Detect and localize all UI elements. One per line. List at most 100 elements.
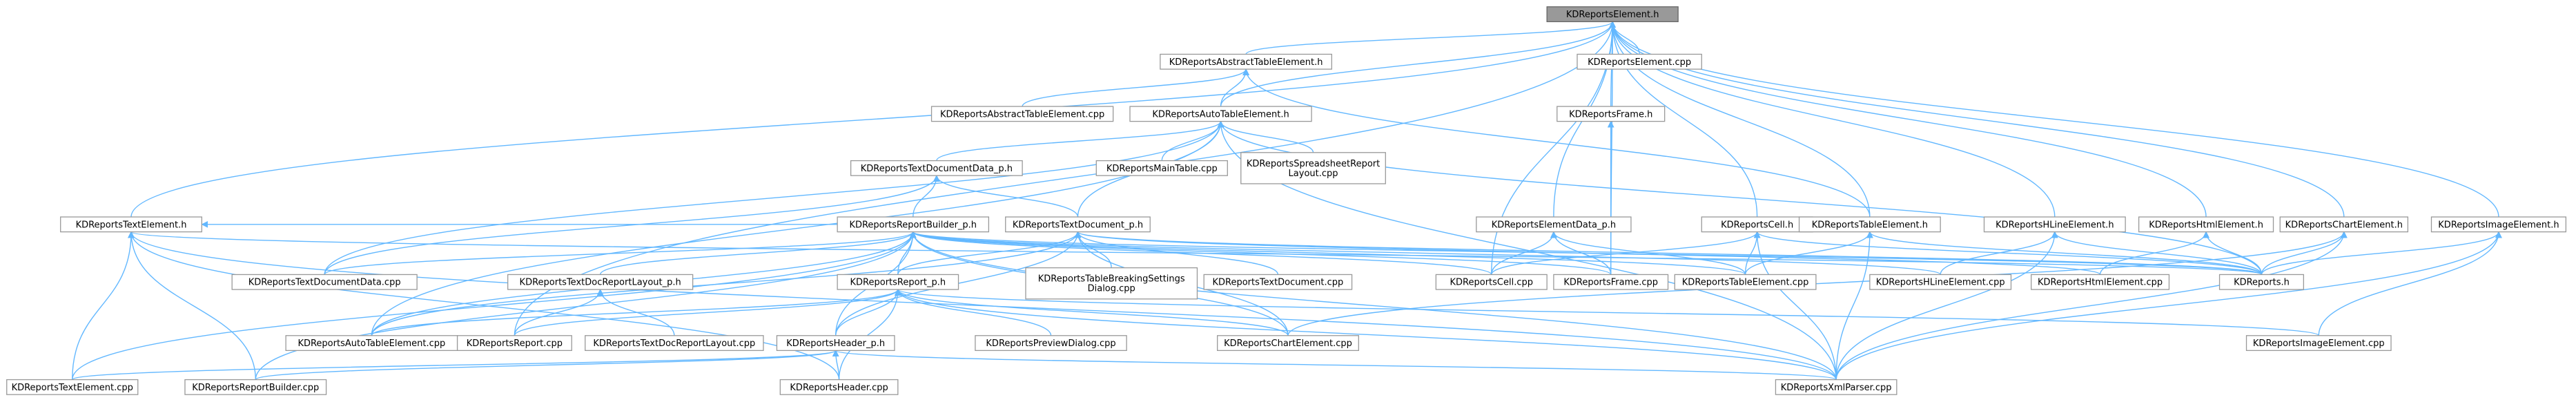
graph-node[interactable]: KDReportsTextDocument.cpp: [1203, 274, 1353, 290]
node-box: [1798, 216, 1941, 233]
node-box: [2430, 216, 2567, 233]
graph-node[interactable]: KDReportsElement.cpp: [1577, 53, 1702, 70]
dependency-edge: [910, 231, 1612, 276]
dependency-edge: [933, 175, 1079, 218]
dependency-edge: [832, 350, 840, 380]
node-label: Layout.cpp: [1289, 169, 1338, 179]
graph-node[interactable]: KDReportsReportBuilder_p.h: [837, 216, 990, 233]
node-label: KDReportsHLineElement.cpp: [1876, 278, 2005, 288]
graph-node[interactable]: KDReportsReport.cpp: [456, 335, 572, 352]
graph-node[interactable]: KDReportsTextDocumentData.cpp: [231, 274, 418, 290]
graph-node[interactable]: KDReportsHeader_p.h: [776, 335, 895, 352]
node-box: [1674, 274, 1817, 290]
dependency-edge: [130, 21, 1616, 218]
node-box: [975, 335, 1127, 352]
dependency-edge: [1940, 231, 2058, 275]
graph-node[interactable]: KDReportsElementData_p.h: [1476, 216, 1632, 233]
node-box: [1129, 106, 1312, 122]
dependency-edge: [514, 289, 901, 336]
dependency-edge: [128, 231, 840, 380]
dependency-edge: [1753, 231, 2263, 276]
graph-node[interactable]: KDReportsMainTable.cpp: [1095, 160, 1228, 176]
graph-node[interactable]: KDReportsAbstractTableElement.h: [1160, 53, 1332, 70]
dependency-edge: [1491, 231, 1761, 275]
graph-node[interactable]: KDReportsCell.h: [1701, 216, 1813, 233]
dependency-edge: [2051, 231, 2263, 275]
dependency-edge: [835, 289, 901, 336]
graph-node[interactable]: KDReportsCell.cpp: [1435, 274, 1548, 290]
node-label: KDReportsTextDocumentData_p.h: [861, 164, 1013, 174]
graph-node[interactable]: KDReportsTableElement.h: [1798, 216, 1941, 233]
node-box: [837, 216, 990, 233]
node-label: KDReportsImageElement.cpp: [2253, 339, 2385, 349]
graph-node[interactable]: KDReportsHLineElement.cpp: [1869, 274, 2012, 290]
graph-node[interactable]: KDReportsElement.h: [1546, 6, 1679, 23]
graph-node[interactable]: KDReportsAbstractTableElement.cpp: [930, 106, 1114, 122]
node-box: [1160, 53, 1332, 70]
graph-node[interactable]: KDReportsTableElement.cpp: [1674, 274, 1817, 290]
graph-node[interactable]: KDReportsHtmlElement.cpp: [2031, 274, 2170, 290]
dependency-edge: [371, 289, 901, 336]
node-box: [776, 335, 895, 352]
node-label: KDReportsTableElement.h: [1812, 220, 1928, 230]
node-label: KDReportsTextDocumentData.cpp: [248, 278, 401, 288]
graph-node[interactable]: KDReportsTextDocReportLayout.cpp: [585, 335, 764, 352]
node-box: [850, 160, 1023, 176]
node-label: KDReports.h: [2234, 278, 2290, 288]
node-box: [1577, 53, 1702, 70]
graph-node[interactable]: KDReportsReport_p.h: [837, 274, 959, 290]
dependency-edge: [897, 231, 1082, 275]
node-label: KDReportsReport.cpp: [467, 339, 563, 349]
dependency-edge: [1835, 231, 2502, 380]
graph-node[interactable]: KDReportsTextDocReportLayout_p.h: [507, 274, 694, 290]
node-box: [1240, 152, 1386, 184]
graph-node[interactable]: KDReportsHeader.cpp: [779, 379, 899, 395]
graph-node[interactable]: KDReportsChartElement.h: [2279, 216, 2409, 233]
graph-node[interactable]: KDReportsHLineElement.h: [1983, 216, 2126, 233]
node-box: [6, 379, 139, 395]
node-label: KDReportsElementData_p.h: [1492, 220, 1616, 230]
node-box: [184, 379, 327, 395]
graph-node[interactable]: KDReportsImageElement.h: [2430, 216, 2567, 233]
dependency-edge: [1550, 231, 1746, 275]
graph-node[interactable]: KDReportsFrame.h: [1557, 106, 1666, 122]
dependency-edge: [1835, 231, 1873, 380]
node-label: KDReportsHeader.cpp: [790, 383, 888, 393]
dependency-edge: [2261, 231, 2502, 275]
graph-node[interactable]: KDReportsFrame.cpp: [1553, 274, 1669, 290]
dependency-edge: [838, 289, 901, 380]
graph-node[interactable]: KDReportsImageElement.cpp: [2245, 335, 2392, 352]
node-box: [2279, 216, 2409, 233]
node-box: [585, 335, 764, 352]
graph-node[interactable]: KDReportsReportBuilder.cpp: [184, 379, 327, 395]
graph-node[interactable]: KDReportsTextDocument_p.h: [1005, 216, 1151, 233]
dependency-edge: [895, 289, 1837, 380]
dependency-edge: [255, 350, 839, 381]
node-box: [2138, 216, 2274, 233]
node-box: [1983, 216, 2126, 233]
node-label: KDReportsTextDocReportLayout_p.h: [520, 278, 681, 288]
graph-node[interactable]: KDReportsAutoTableElement.cpp: [285, 335, 458, 352]
graph-node[interactable]: KDReportsChartElement.cpp: [1217, 335, 1359, 352]
dependency-edge: [2261, 231, 2348, 275]
node-label: KDReportsReportBuilder.cpp: [192, 383, 319, 393]
node-box: [1025, 267, 1198, 300]
dependency-edge: [1744, 231, 1873, 275]
dependency-edge: [895, 289, 1289, 336]
graph-node[interactable]: KDReports.h: [2218, 274, 2305, 290]
graph-node[interactable]: KDReportsTextDocumentData_p.h: [850, 160, 1023, 176]
graph-node[interactable]: KDReportsXmlParser.cpp: [1775, 379, 1897, 395]
node-label: KDReportsAutoTableElement.cpp: [297, 339, 445, 349]
dependency-edge: [324, 175, 940, 275]
graph-node[interactable]: KDReportsTextElement.cpp: [6, 379, 139, 395]
node-label: KDReportsImageElement.h: [2438, 220, 2559, 230]
dependency-edge: [2203, 231, 2263, 275]
node-box: [2218, 274, 2305, 290]
graph-node[interactable]: KDReportsAutoTableElement.h: [1129, 106, 1312, 122]
graph-node[interactable]: KDReportsHtmlElement.h: [2138, 216, 2274, 233]
graph-node[interactable]: KDReportsTextElement.h: [60, 216, 202, 233]
node-label: KDReportsReport_p.h: [850, 278, 946, 288]
graph-node[interactable]: KDReportsPreviewDialog.cpp: [975, 335, 1127, 352]
